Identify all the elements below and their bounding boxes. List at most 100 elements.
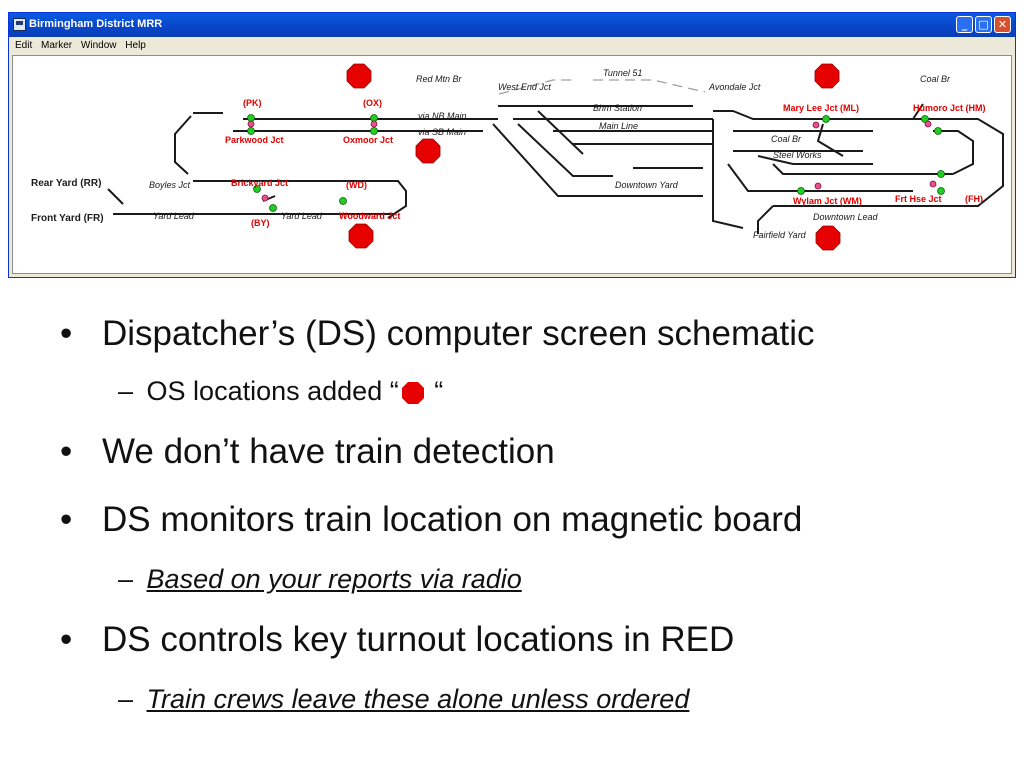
os-location-icon — [415, 138, 441, 164]
label-tunnel-51: Tunnel 51 — [603, 68, 642, 78]
turnout-marker[interactable] — [814, 182, 822, 190]
sub-bullet-text-post: “ — [426, 376, 444, 406]
tunnel-line — [498, 79, 706, 95]
os-location-icon — [346, 63, 372, 89]
signal-light — [269, 204, 277, 212]
turnout-marker[interactable] — [812, 121, 820, 129]
sub-bullet-text-pre: OS locations added “ — [146, 376, 399, 406]
bullet-item: • DS monitors train location on magnetic… — [60, 500, 802, 540]
signal-light — [339, 197, 347, 205]
app-window: Birmingham District MRR _ □ ✕ Edit Marke… — [8, 12, 1016, 278]
label-via-nb-main: via NB Main — [418, 111, 467, 121]
label-pk: (PK) — [243, 98, 262, 108]
menu-bar: Edit Marker Window Help — [9, 37, 1015, 54]
close-button[interactable]: ✕ — [994, 16, 1011, 33]
window-title: Birmingham District MRR — [29, 18, 163, 30]
minimize-button[interactable]: _ — [956, 16, 973, 33]
label-fh: (FH) — [965, 194, 983, 204]
bullet-dot: • — [60, 314, 73, 353]
os-location-icon — [348, 223, 374, 249]
bullet-item: • Dispatcher’s (DS) computer screen sche… — [60, 314, 815, 354]
sub-bullet-text: Train crews leave these alone unless ord… — [146, 684, 690, 714]
turnout-marker[interactable] — [247, 120, 255, 128]
label-front-yard: Front Yard (FR) — [31, 213, 104, 224]
sub-bullet-dash: – — [118, 684, 134, 714]
label-mary-lee-jct: Mary Lee Jct (ML) — [783, 103, 859, 113]
label-main-line: Main Line — [599, 121, 638, 131]
app-icon — [13, 18, 26, 31]
bullet-text: DS controls key turnout locations in RED — [102, 620, 735, 659]
downtown-yard-spur — [517, 123, 613, 177]
bullet-text: DS monitors train location on magnetic b… — [102, 500, 803, 539]
mary-lee-track — [713, 110, 918, 120]
green-signals — [247, 114, 945, 212]
bullet-dot: • — [60, 500, 73, 539]
turnout-marker[interactable] — [261, 194, 269, 202]
title-bar[interactable]: Birmingham District MRR _ □ ✕ — [9, 13, 1015, 37]
os-stop-icon — [401, 381, 424, 404]
signal-light — [247, 127, 255, 135]
track-schematic: Red Mtn Br West End Jct Tunnel 51 Avonda… — [31, 63, 1004, 251]
os-location-icon — [815, 225, 841, 251]
signal-light — [253, 185, 261, 193]
signal-light — [370, 114, 378, 122]
menu-marker[interactable]: Marker — [41, 40, 73, 51]
sub-bullet-dash: – — [118, 376, 134, 406]
label-steel-works: Steel Works — [773, 150, 822, 160]
bullet-text: Dispatcher’s (DS) computer screen schema… — [102, 314, 815, 353]
right-vertical-track — [712, 119, 744, 229]
label-frt-hse-jct: Frt Hse Jct — [895, 194, 942, 204]
sub-bullet-item: – Train crews leave these alone unless o… — [118, 684, 689, 715]
label-woodward-jct: Woodward Jct — [339, 211, 400, 221]
yard-ladder — [107, 188, 124, 205]
label-wylam-jct: Wylam Jct (WM) — [793, 196, 862, 206]
turnout-markers — [247, 120, 937, 202]
label-west-end-jct: West End Jct — [498, 82, 551, 92]
label-bhm-station: Bhm Station — [593, 103, 642, 113]
label-yard-lead-mid: Yard Lead — [281, 211, 323, 221]
os-location-icon — [814, 63, 840, 89]
signal-light — [937, 187, 945, 195]
bullet-text: We don’t have train detection — [102, 432, 555, 471]
menu-edit[interactable]: Edit — [15, 40, 33, 51]
signal-light — [937, 170, 945, 178]
label-downtown-yard: Downtown Yard — [615, 180, 679, 190]
turnout-marker[interactable] — [929, 180, 937, 188]
downtown-yard-track — [492, 123, 703, 197]
steel-works-lower — [757, 155, 873, 165]
menu-window[interactable]: Window — [80, 40, 117, 51]
label-rear-yard: Rear Yard (RR) — [31, 178, 101, 189]
turnout-marker[interactable] — [924, 120, 932, 128]
bullet-dot: • — [60, 432, 73, 471]
turnout-diag — [816, 123, 844, 157]
signal-light — [370, 127, 378, 135]
label-humoro-jct: Humoro Jct (HM) — [913, 103, 986, 113]
label-coal-br-mid: Coal Br — [771, 134, 802, 144]
maximize-button[interactable]: □ — [975, 16, 992, 33]
label-downtown-lead: Downtown Lead — [813, 212, 879, 222]
label-fairfield-yard: Fairfield Yard — [753, 230, 807, 240]
label-brickyard-jct: Brickyard Jct — [231, 178, 288, 188]
label-by: (BY) — [251, 218, 270, 228]
sub-bullet-item: – OS locations added “ “ — [118, 376, 443, 407]
label-wd: (WD) — [346, 180, 367, 190]
os-markers — [346, 63, 841, 251]
right-inner-loop — [933, 130, 974, 175]
menu-help[interactable]: Help — [125, 40, 146, 51]
right-inner-track — [772, 163, 953, 175]
signal-light — [822, 115, 830, 123]
coal-br-spur — [912, 103, 924, 120]
label-boyles-jct: Boyles Jct — [149, 180, 191, 190]
sub-bullet-item: – Based on your reports via radio — [118, 564, 522, 595]
woodward-loop-track — [343, 180, 407, 219]
downtown-lead-track — [757, 205, 774, 234]
label-oxmoor-jct: Oxmoor Jct — [343, 135, 393, 145]
sub-bullet-text: Based on your reports via radio — [146, 564, 522, 594]
label-via-sb-main: via SB Main — [418, 127, 466, 137]
bullet-dot: • — [60, 620, 73, 659]
label-red-mtn-br: Red Mtn Br — [416, 74, 463, 84]
turnout-marker[interactable] — [370, 120, 378, 128]
signal-light — [247, 114, 255, 122]
label-coal-br-top: Coal Br — [920, 74, 951, 84]
label-ox: (OX) — [363, 98, 382, 108]
